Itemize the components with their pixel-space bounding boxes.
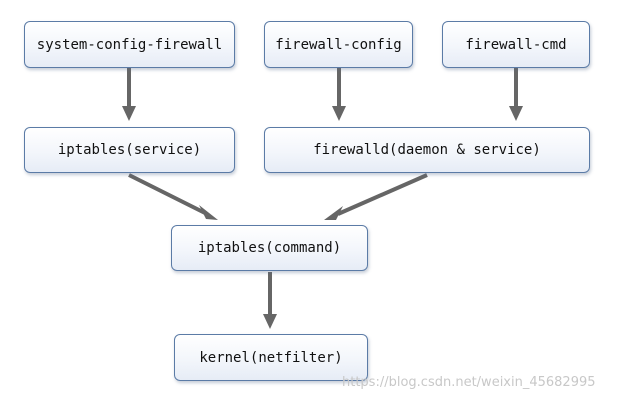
node-kernel-netfilter: kernel(netfilter) (174, 334, 368, 381)
node-system-config-firewall: system-config-firewall (24, 21, 235, 68)
arrow-fc-to-firewalld (332, 68, 346, 121)
node-firewall-config: firewall-config (264, 21, 413, 68)
arrow-iptables-service-to-command (128, 173, 218, 220)
node-label: kernel(netfilter) (199, 349, 343, 366)
watermark-text: https://blog.csdn.net/weixin_45682995 (342, 375, 596, 390)
node-firewall-cmd: firewall-cmd (442, 21, 590, 68)
node-label: firewalld(daemon & service) (313, 142, 541, 158)
node-label: iptables(service) (57, 142, 202, 158)
node-firewalld: firewalld(daemon & service) (264, 127, 590, 173)
arrow-firewalld-to-iptables-command (324, 173, 428, 220)
node-iptables-command: iptables(command) (171, 225, 368, 271)
node-label: system-config-firewall (36, 36, 223, 53)
arrow-scf-to-iptables-service (122, 68, 136, 121)
arrow-iptables-command-to-kernel (263, 272, 277, 329)
node-label: firewall-config (275, 36, 402, 53)
arrow-fcmd-to-firewalld (509, 68, 523, 121)
node-iptables-service: iptables(service) (24, 127, 235, 173)
node-label: firewall-cmd (465, 36, 567, 53)
node-label: iptables(command) (197, 240, 342, 256)
